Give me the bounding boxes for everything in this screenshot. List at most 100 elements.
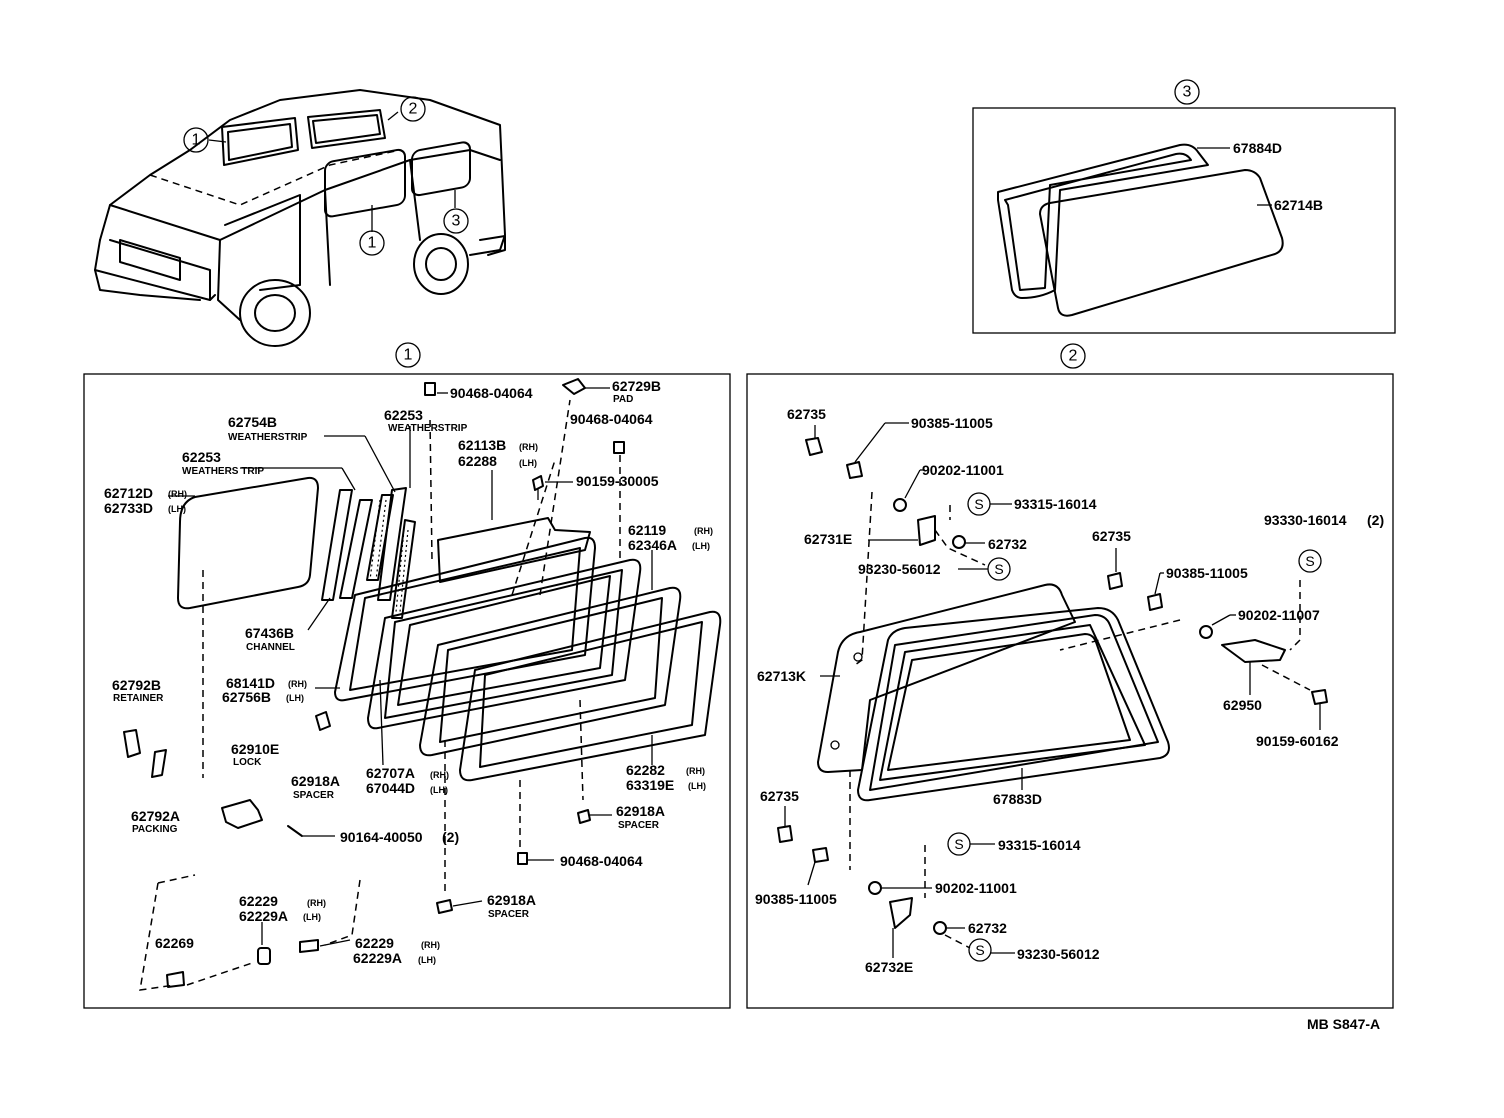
diagram-code: MB S847-A	[1307, 1016, 1380, 1032]
label-67883D: 67883D	[993, 791, 1042, 807]
label-90159-30005: 90159-30005	[576, 473, 659, 489]
label-62754B: 62754B	[228, 414, 277, 430]
callout-1-side: 1	[368, 235, 377, 252]
label-spacer-b: SPACER	[618, 820, 660, 831]
label-62707A-rh: (RH)	[430, 770, 449, 780]
label-packing: PACKING	[132, 824, 178, 835]
label-62735-c: 62735	[760, 788, 799, 804]
label-62346A-lh: (LH)	[692, 541, 710, 551]
label-62269: 62269	[155, 935, 194, 951]
label-62282: 62282	[626, 762, 665, 778]
s-mark-e: S	[975, 942, 984, 958]
label-62229-a-rh: (RH)	[307, 898, 326, 908]
label-62229A-b-lh: (LH)	[418, 955, 436, 965]
label-68141D: 68141D	[226, 675, 275, 691]
s-mark-b: S	[994, 561, 1003, 577]
label-93330-16014-qty: (2)	[1367, 512, 1384, 528]
label-weatherstrip-b: WEATHERSTRIP	[228, 432, 308, 443]
label-68141D-rh: (RH)	[288, 679, 307, 689]
label-62113B-rh: (RH)	[519, 442, 538, 452]
label-62756B: 62756B	[222, 689, 271, 705]
label-62732-a: 62732	[988, 536, 1027, 552]
section-3-number: 3	[1183, 84, 1192, 101]
label-62756B-lh: (LH)	[286, 693, 304, 703]
label-retainer: RETAINER	[113, 693, 164, 704]
label-62229A-a-lh: (LH)	[303, 912, 321, 922]
label-67044D: 67044D	[366, 780, 415, 796]
section-1-number: 1	[404, 347, 413, 364]
callout-2: 2	[409, 101, 418, 118]
label-90202-11007: 90202-11007	[1238, 607, 1320, 623]
label-90385-11005-c: 90385-11005	[755, 891, 837, 907]
label-93315-16014-b: 93315-16014	[998, 837, 1081, 853]
label-weatherstrip-c: WEATHERS TRIP	[182, 466, 264, 477]
label-90468-04064-a: 90468-04064	[450, 385, 533, 401]
label-90468-04064-c: 90468-04064	[560, 853, 643, 869]
label-90468-04064-b: 90468-04064	[570, 411, 653, 427]
label-62229-b: 62229	[355, 935, 394, 951]
label-93330-16014: 93330-16014	[1264, 512, 1347, 528]
label-62119-rh: (RH)	[694, 526, 713, 536]
section-2-number: 2	[1069, 348, 1078, 365]
label-62253-a: 62253	[384, 407, 423, 423]
label-67044D-lh: (LH)	[430, 785, 448, 795]
label-90385-11005-a: 90385-11005	[911, 415, 993, 431]
label-62792B: 62792B	[112, 677, 161, 693]
label-62119: 62119	[628, 522, 666, 538]
label-62229A-b: 62229A	[353, 950, 402, 966]
label-lock: LOCK	[233, 757, 262, 768]
section-3-frame	[972, 107, 1396, 334]
label-62918A-b: 62918A	[616, 803, 665, 819]
label-62229A-a: 62229A	[239, 908, 288, 924]
label-62253-b: 62253	[182, 449, 221, 465]
section-1-frame	[83, 373, 731, 1009]
section-1: 1	[83, 342, 731, 1009]
label-weatherstrip-a: WEATHERSTRIP	[388, 423, 468, 434]
label-62712D-rh: (RH)	[168, 489, 187, 499]
label-62910E: 62910E	[231, 741, 279, 757]
callout-3: 3	[452, 213, 461, 230]
label-62918A-a: 62918A	[291, 773, 340, 789]
label-62712D: 62712D	[104, 485, 153, 501]
label-93230-56012-a: 93230-56012	[858, 561, 941, 577]
label-90202-11001-a: 90202-11001	[922, 462, 1004, 478]
label-62735-a: 62735	[787, 406, 826, 422]
label-62113B: 62113B	[458, 437, 506, 453]
label-62282-rh: (RH)	[686, 766, 705, 776]
label-90159-60162: 90159-60162	[1256, 733, 1339, 749]
label-93230-56012-b: 93230-56012	[1017, 946, 1100, 962]
van-overview: 1 2 1 3	[94, 89, 506, 347]
label-90202-11001-b: 90202-11001	[935, 880, 1017, 896]
label-90164-40050-qty: (2)	[442, 829, 459, 845]
label-62714B: 62714B	[1274, 197, 1323, 213]
label-spacer-c: SPACER	[488, 909, 530, 920]
label-62918A-c: 62918A	[487, 892, 536, 908]
section-2: 2 S S S S S	[746, 343, 1394, 1009]
s-mark-c: S	[1305, 553, 1314, 569]
label-62729B: 62729B	[612, 378, 661, 394]
label-62707A: 62707A	[366, 765, 415, 781]
label-93315-16014-a: 93315-16014	[1014, 496, 1097, 512]
label-channel: CHANNEL	[246, 642, 295, 653]
label-62733D: 62733D	[104, 500, 153, 516]
label-62735-b: 62735	[1092, 528, 1131, 544]
section-3: 3 67884D 62714B	[972, 79, 1396, 334]
label-62950: 62950	[1223, 697, 1262, 713]
section-2-labels: 62735 90385-11005 90202-11001 93315-1601…	[755, 406, 1384, 975]
section-1-labels: 90468-04064 62729B PAD 90468-04064 62253…	[104, 378, 713, 966]
label-90385-11005-b: 90385-11005	[1166, 565, 1248, 581]
label-62288-lh: (LH)	[519, 458, 537, 468]
label-spacer-a: SPACER	[293, 790, 335, 801]
label-pad: PAD	[613, 394, 633, 405]
label-62732-b: 62732	[968, 920, 1007, 936]
label-62731E: 62731E	[804, 531, 852, 547]
label-62792A: 62792A	[131, 808, 180, 824]
label-62713K: 62713K	[757, 668, 806, 684]
s-mark-d: S	[954, 836, 963, 852]
section-2-frame	[746, 373, 1394, 1009]
label-62346A: 62346A	[628, 537, 677, 553]
label-67436B: 67436B	[245, 625, 294, 641]
label-63319E-lh: (LH)	[688, 781, 706, 791]
